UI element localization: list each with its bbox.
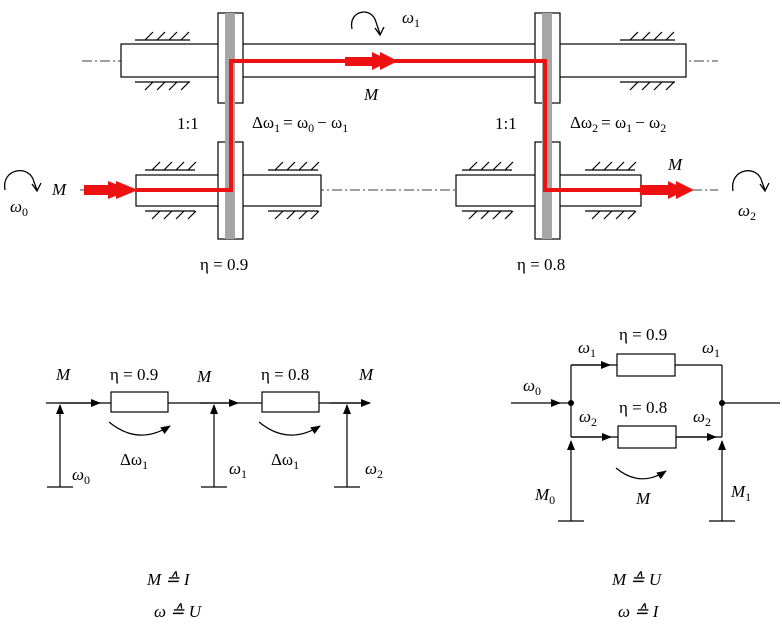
delta-omega1-equation: Δω1= ω0− ω1 — [252, 113, 348, 135]
lower-left-bearing-b — [268, 161, 320, 220]
series-node-1 — [201, 404, 227, 488]
upper-bearing-left — [135, 31, 190, 91]
input-moment-label: M — [51, 180, 67, 199]
lower-right-bearing-a — [462, 161, 514, 220]
series-resistor-2 — [261, 391, 320, 413]
delta-omega2-equation: Δω2= ω1− ω2 — [570, 113, 666, 135]
gear-pair-right — [534, 12, 561, 240]
parallel-omega-bot-left: ω2 — [579, 407, 597, 429]
lower-right-bearing-b — [585, 161, 637, 220]
parallel-m1-source — [709, 440, 735, 522]
series-resistor-1 — [110, 391, 169, 413]
parallel-resistor-bottom — [617, 425, 677, 449]
series-delta-label-2: Δω1 — [271, 450, 299, 472]
rotation-arrow-omega0 — [4, 170, 42, 193]
output-omega-label: ω2 — [738, 201, 756, 223]
series-m-label-2: M — [196, 367, 212, 386]
parallel-omega-top-left: ω1 — [578, 338, 596, 360]
parallel-node-right — [719, 400, 725, 406]
series-analogy-1: M ≙ I — [146, 570, 191, 589]
series-analogy-2: ω ≙ U — [154, 602, 203, 621]
parallel-m1-label: M1 — [730, 482, 751, 504]
parallel-circuit: ω0 ω1 ω1 ω2 ω2 η = 0.9 η = 0.8 M M0 M1 M… — [511, 325, 780, 621]
series-node-2 — [334, 404, 360, 488]
series-omega-label-1: ω1 — [229, 459, 247, 481]
output-moment-label: M — [667, 155, 683, 174]
parallel-eta-top: η = 0.9 — [619, 325, 667, 344]
parallel-omega-top-right: ω1 — [702, 338, 720, 360]
power-flow-path — [84, 52, 694, 199]
series-delta-arrow-2 — [258, 421, 321, 436]
parallel-analogy-2: ω ≙ I — [618, 602, 660, 621]
series-circuit: M M M η = 0.9 η = 0.8 Δω1 Δω1 ω0 ω1 ω2 M… — [46, 365, 383, 621]
parallel-m0-source — [558, 440, 584, 522]
series-omega-label-0: ω0 — [72, 465, 90, 487]
series-m-label-3: M — [358, 365, 374, 384]
series-m-label-1: M — [55, 365, 71, 384]
input-omega-label: ω0 — [10, 197, 28, 219]
series-eta-2: η = 0.8 — [261, 365, 309, 384]
moment-top-label: M — [363, 85, 379, 104]
gear-ratio-left: 1:1 — [177, 114, 199, 133]
series-node-0 — [47, 404, 73, 488]
parallel-analogy-1: M ≙ U — [611, 570, 663, 589]
parallel-omega-in: ω0 — [523, 376, 541, 398]
lower-left-bearing-a — [145, 161, 197, 220]
parallel-omega-bot-right: ω2 — [693, 407, 711, 429]
parallel-node-left — [568, 400, 574, 406]
rotation-arrow-omega2 — [732, 170, 770, 193]
series-omega-label-2: ω2 — [365, 459, 383, 481]
top-mechanism: ω1 M 1:1 1:1 Δω1= ω0− ω1 Δω2= ω1− ω2 M ω… — [4, 8, 770, 274]
parallel-moment-arrow — [615, 467, 667, 480]
omega1-label: ω1 — [402, 8, 420, 30]
parallel-resistor-top — [616, 353, 676, 377]
parallel-eta-bottom: η = 0.8 — [619, 398, 667, 417]
eta-right-label: η = 0.8 — [517, 255, 565, 274]
series-delta-arrow-1 — [108, 421, 171, 436]
series-delta-label-1: Δω1 — [120, 450, 148, 472]
upper-bearing-right — [620, 31, 675, 91]
eta-left-label: η = 0.9 — [200, 255, 248, 274]
parallel-m0-label: M0 — [534, 485, 555, 507]
rotation-arrow-omega1 — [351, 11, 385, 37]
series-eta-1: η = 0.9 — [110, 365, 158, 384]
gear-ratio-right: 1:1 — [495, 114, 517, 133]
parallel-moment-label: M — [635, 489, 651, 508]
